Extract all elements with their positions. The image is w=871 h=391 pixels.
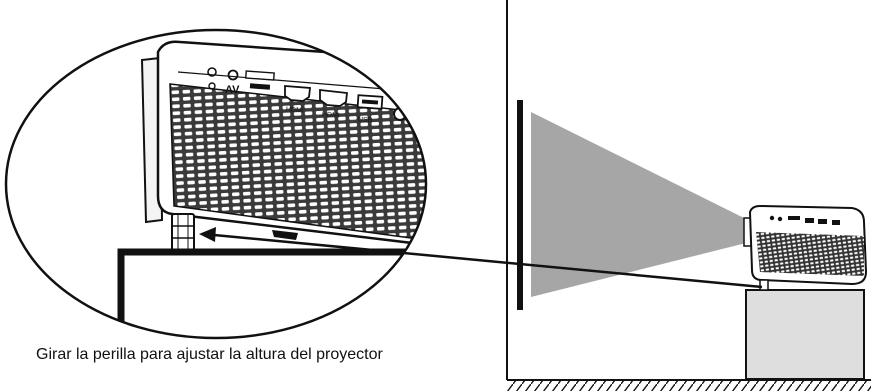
pointer-arrowhead	[199, 227, 216, 242]
usb-label: USB	[358, 116, 373, 124]
pointer-line	[213, 233, 763, 289]
hdmi1-label: HDMI	[286, 106, 304, 114]
caption: Girar la perilla para ajustar la altura …	[36, 346, 383, 363]
hdmi2-label: HDMI	[322, 111, 340, 119]
av-label: AV	[225, 84, 240, 96]
projection-screen	[517, 100, 523, 310]
projection-beam	[531, 112, 746, 297]
hdmi2-port-icon	[319, 88, 348, 107]
magnifier-circle	[4, 28, 428, 340]
magnified-detail: AV HDMI HDMI USB	[117, 40, 426, 338]
projector-small	[743, 204, 868, 291]
table-edge-closeup	[117, 248, 426, 338]
ir-sensor-icon	[207, 67, 217, 77]
av-port-icon	[227, 69, 239, 81]
height-adjust-knob	[171, 213, 195, 251]
table	[745, 289, 865, 380]
power-led-icon	[208, 82, 216, 90]
hdmi1-port-icon	[284, 85, 311, 102]
sd-slot-icon	[245, 70, 275, 81]
port-panel: AV HDMI HDMI USB	[207, 67, 407, 124]
floor-hatch	[507, 381, 871, 391]
